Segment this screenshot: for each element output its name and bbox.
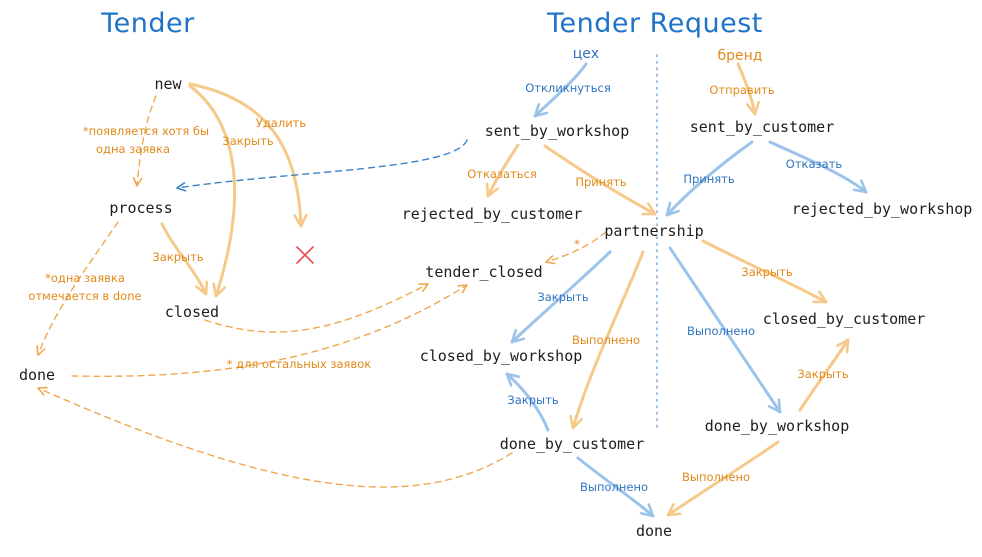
edge-brand-sent — [736, 62, 755, 116]
edge-partnership-tender-closed — [545, 231, 607, 265]
node-rejected-by-customer: rejected_by_customer — [402, 205, 583, 223]
node-done-by-customer: done_by_customer — [500, 435, 645, 453]
label-close-done-orange: Закрыть — [797, 367, 848, 381]
edge-sent-workshop-rejected — [488, 143, 520, 198]
edge-done-tender-closed — [71, 284, 468, 377]
edge-process-done — [36, 221, 119, 356]
edge-sent-customer-rejected — [768, 140, 868, 194]
node-process: process — [109, 199, 172, 217]
label-close-new: Закрыть — [222, 134, 273, 148]
node-sent-by-workshop: sent_by_workshop — [485, 122, 630, 140]
tender-request-title: Tender Request — [546, 8, 763, 39]
label-close-partnership-orange: Закрыть — [741, 265, 792, 279]
label-any-request-line2: одна заявка — [96, 142, 170, 156]
label-close-done-blue: Закрыть — [507, 393, 558, 407]
edge-partnership-done-customer — [573, 250, 645, 430]
edge-new-process — [132, 95, 157, 187]
edge-closed-tender-closed — [204, 283, 429, 333]
label-send: Отправить — [709, 83, 775, 97]
edge-partnership-closed-customer — [701, 239, 828, 304]
section-brand: бренд — [718, 48, 763, 64]
label-one-done-line1: *одна заявка — [45, 271, 125, 285]
edge-done-workshop-closed-customer — [798, 338, 850, 412]
node-new: new — [154, 75, 182, 93]
node-closed: closed — [165, 303, 219, 321]
label-one-done-line2: отмечается в done — [28, 289, 141, 303]
node-closed-by-customer: closed_by_customer — [763, 310, 926, 328]
section-workshop: цех — [573, 46, 599, 62]
label-close-partnership-blue: Закрыть — [537, 290, 588, 304]
label-close-process: Закрыть — [152, 250, 203, 264]
edge-done-customer-closed-workshop — [505, 372, 550, 432]
node-partnership: partnership — [604, 222, 703, 240]
edge-process-closed — [160, 222, 206, 296]
edge-sent-customer-partnership — [665, 140, 754, 217]
label-accept-orange: Принять — [575, 175, 627, 189]
edge-partnership-done-workshop — [668, 246, 782, 414]
edge-done-workshop-done — [666, 440, 780, 517]
node-request-done: done — [636, 522, 672, 540]
node-rejected-by-workshop: rejected_by_workshop — [792, 200, 973, 218]
label-for-others: * для остальных заявок — [227, 357, 371, 371]
node-closed-by-workshop: closed_by_workshop — [420, 347, 583, 365]
edge-workshop-sent — [533, 62, 588, 118]
label-completed-orange-2: Выполнено — [682, 470, 750, 484]
label-completed-orange-1: Выполнено — [572, 333, 640, 347]
node-tender-done: done — [19, 366, 55, 384]
deleted-cross-icon — [296, 246, 314, 264]
label-delete: Удалить — [256, 116, 307, 130]
edge-done-customer-done — [576, 456, 655, 518]
label-refuse: Отказать — [786, 157, 843, 171]
tender-title: Tender — [100, 8, 195, 39]
edge-sent-workshop-process — [176, 139, 468, 192]
edge-new-closed — [188, 84, 237, 298]
label-respond: Откликнуться — [525, 81, 611, 95]
label-star: * — [574, 237, 580, 251]
edge-sent-workshop-partnership — [543, 144, 657, 216]
node-sent-by-customer: sent_by_customer — [690, 118, 835, 136]
node-tender-closed: tender_closed — [425, 263, 542, 281]
label-decline: Отказаться — [467, 167, 537, 181]
label-completed-blue-1: Выполнено — [687, 324, 755, 338]
node-done-by-workshop: done_by_workshop — [705, 417, 850, 435]
label-accept-blue: Принять — [683, 172, 735, 186]
edge-partnership-closed-workshop — [510, 250, 612, 344]
edge-done-customer-tender-done — [37, 386, 513, 488]
label-any-request-line1: *появляется хотя бы — [83, 124, 209, 138]
edge-new-deleted — [188, 82, 301, 228]
label-completed-blue-2: Выполнено — [580, 480, 648, 494]
